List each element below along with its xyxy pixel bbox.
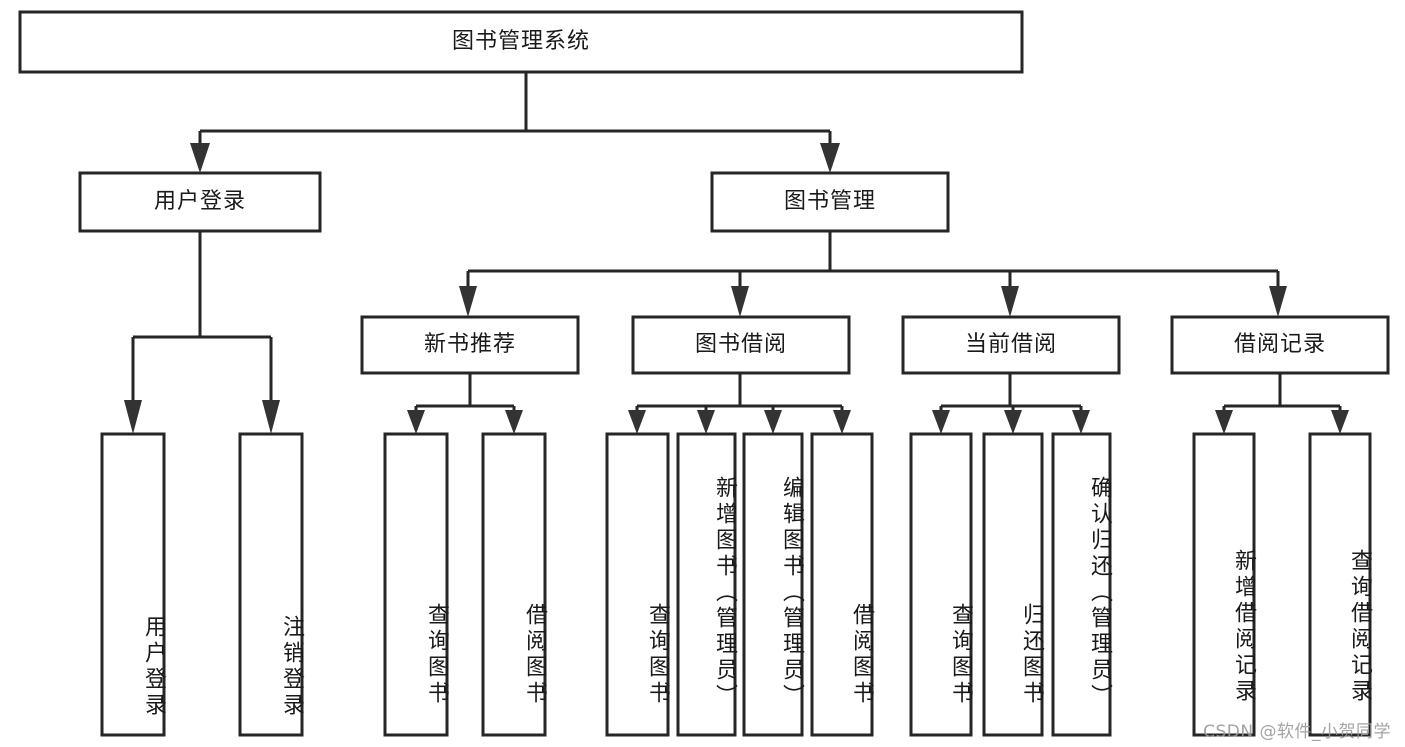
box-borrow-borrow-book[interactable] bbox=[810, 432, 874, 737]
arrowhead-current-confirm-return bbox=[1072, 410, 1090, 434]
arrowhead-records-add bbox=[1215, 410, 1233, 434]
arrowhead-user-logout bbox=[262, 400, 280, 434]
arrowhead-recommend-borrow-book bbox=[505, 410, 523, 434]
arrowhead-records-query bbox=[1331, 410, 1349, 434]
box-recommend-borrow-book[interactable] bbox=[481, 432, 547, 737]
arrowhead-current-return-book bbox=[1004, 410, 1022, 434]
arrowhead-book-borrow bbox=[731, 286, 749, 317]
box-recommend-query-book[interactable] bbox=[383, 432, 449, 737]
csdn-watermark: CSDN @软件_小贺同学 bbox=[1203, 722, 1391, 742]
box-records-query[interactable] bbox=[1308, 432, 1372, 737]
arrowhead-recommend-query-book bbox=[407, 410, 425, 434]
arrowhead-borrow-add-book bbox=[697, 410, 715, 434]
box-new-book-recommend[interactable] bbox=[360, 315, 580, 375]
box-user-logout[interactable] bbox=[238, 432, 304, 737]
arrowhead-user-login bbox=[190, 143, 210, 173]
box-borrow-query-book[interactable] bbox=[605, 432, 670, 737]
arrowhead-current-borrow bbox=[1001, 286, 1019, 317]
box-user-login-do[interactable] bbox=[100, 432, 166, 737]
arrowhead-borrow-query-book bbox=[628, 410, 646, 434]
box-current-confirm-return[interactable] bbox=[1051, 432, 1112, 737]
box-records-add[interactable] bbox=[1192, 432, 1256, 737]
arrowhead-borrow-borrow-book bbox=[833, 410, 851, 434]
box-borrow-add-book[interactable] bbox=[676, 432, 737, 737]
box-current-borrow[interactable] bbox=[901, 315, 1121, 375]
box-borrow-records[interactable] bbox=[1170, 315, 1390, 375]
arrowhead-new-book-recommend bbox=[459, 286, 477, 317]
arrowhead-book-manage bbox=[820, 143, 840, 173]
arrowhead-current-query-book bbox=[932, 410, 950, 434]
box-current-query-book[interactable] bbox=[909, 432, 973, 737]
box-user-login[interactable] bbox=[78, 171, 322, 233]
box-borrow-edit-book[interactable] bbox=[742, 432, 804, 737]
arrowhead-user-login-do bbox=[124, 400, 142, 434]
box-book-borrow[interactable] bbox=[631, 315, 851, 375]
arrowhead-borrow-edit-book bbox=[764, 410, 782, 434]
arrowhead-borrow-records bbox=[1269, 286, 1287, 317]
box-root[interactable] bbox=[18, 10, 1024, 74]
box-book-manage[interactable] bbox=[710, 171, 950, 233]
box-current-return-book[interactable] bbox=[982, 432, 1044, 737]
